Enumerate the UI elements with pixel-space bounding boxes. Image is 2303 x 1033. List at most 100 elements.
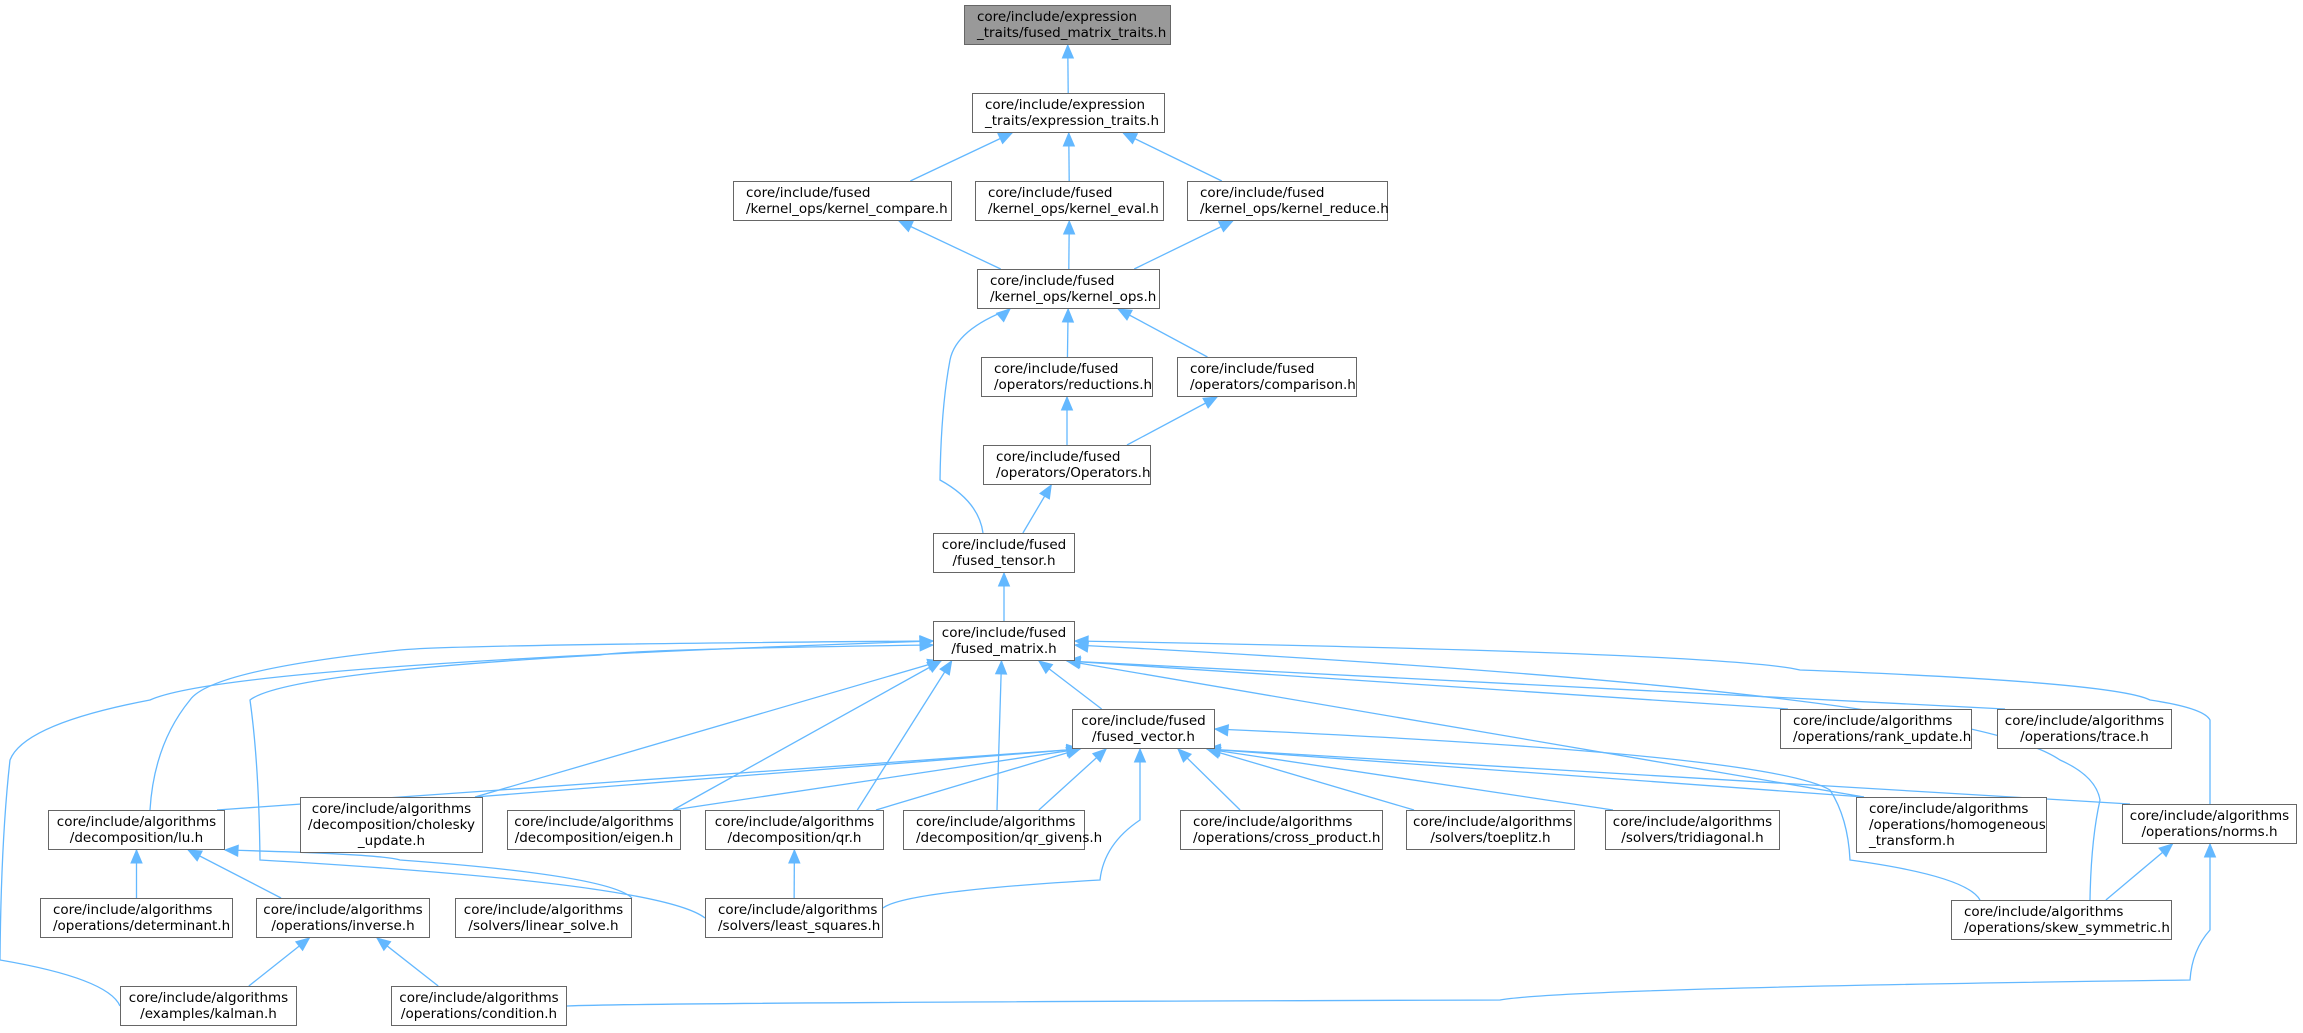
- node-label-line: /kernel_ops/kernel_compare.h: [746, 201, 948, 217]
- edge-arrowhead: [1038, 483, 1052, 500]
- edge-lu-to-fused-matrix: [149, 640, 934, 811]
- edge-arrowhead: [1061, 307, 1075, 323]
- edge-arrowhead: [939, 659, 953, 676]
- node-cholesky-update[interactable]: core/include/algorithms/decomposition/ch…: [300, 797, 483, 853]
- node-homogeneous-transform[interactable]: core/include/algorithms/operations/homog…: [1856, 797, 2047, 853]
- node-kernel-eval[interactable]: core/include/fused/kernel_ops/kernel_eva…: [975, 181, 1164, 221]
- edge-skew-symmetric-to-fused-vector: [1214, 728, 1981, 901]
- node-label-line: /operations/condition.h: [400, 1006, 558, 1022]
- edge-qr-to-fused-matrix: [856, 660, 953, 811]
- edge-arrowhead: [186, 849, 203, 862]
- node-toeplitz[interactable]: core/include/algorithms/solvers/toeplitz…: [1406, 810, 1575, 850]
- node-kernel-reduce[interactable]: core/include/fused/kernel_ops/kernel_red…: [1187, 181, 1389, 221]
- node-qr-givens[interactable]: core/include/algorithms/decomposition/qr…: [903, 810, 1102, 850]
- edge-least-squares-to-fused-matrix: [249, 644, 934, 919]
- node-label-line: core/include/fused: [941, 537, 1067, 553]
- node-fused-vector[interactable]: core/include/fused/fused_vector.h: [1072, 709, 1215, 749]
- edge-condition-to-norms: [566, 844, 2211, 1007]
- node-least-squares[interactable]: core/include/algorithms/solvers/least_sq…: [705, 898, 883, 938]
- edge-toeplitz-to-fused-vector: [1206, 748, 1415, 811]
- node-label-line: /operations/trace.h: [2020, 729, 2149, 745]
- node-label-line: _transform.h: [1869, 833, 1955, 849]
- node-label-line: _traits/fused_matrix_traits.h: [977, 25, 1167, 41]
- node-determinant[interactable]: core/include/algorithms/operations/deter…: [40, 898, 233, 938]
- node-fused-matrix[interactable]: core/include/fused/fused_matrix.h: [933, 621, 1075, 661]
- edge-trace-to-fused-matrix: [1066, 660, 2006, 710]
- node-label-line: core/include/algorithms: [1869, 801, 2029, 817]
- node-qr[interactable]: core/include/algorithms/decomposition/qr…: [705, 810, 884, 850]
- edge-arrowhead: [1062, 219, 1076, 235]
- node-label-line: /decomposition/qr.h: [727, 830, 862, 846]
- edge-qr-givens-to-fused-matrix: [996, 660, 1003, 811]
- node-inverse[interactable]: core/include/algorithms/operations/inver…: [256, 898, 430, 938]
- node-label-line: /operations/determinant.h: [53, 918, 231, 934]
- edge-kalman-to-fused-matrix: [0, 640, 934, 1007]
- node-comparison[interactable]: core/include/fused/operators/comparison.…: [1177, 357, 1357, 397]
- edge-arrowhead: [995, 308, 1011, 323]
- node-linear-solve[interactable]: core/include/algorithms/solvers/linear_s…: [455, 898, 632, 938]
- node-label-line: core/include/algorithms: [463, 902, 624, 918]
- node-label-line: core/include/fused: [1081, 713, 1206, 729]
- edge-arrowhead: [1073, 640, 1090, 653]
- edge-kernel-ops-to-kernel-compare: [898, 220, 1001, 270]
- node-label-line: /fused_tensor.h: [952, 553, 1056, 569]
- node-condition[interactable]: core/include/algorithms/operations/condi…: [391, 986, 567, 1026]
- node-label-line: core/include/algorithms: [1793, 713, 1953, 729]
- edge-comparison-to-kernel-ops: [1117, 308, 1208, 358]
- node-label-line: /operations/homogeneous: [1869, 817, 2046, 833]
- node-eigen[interactable]: core/include/algorithms/decomposition/ei…: [507, 810, 681, 850]
- node-fused-matrix-traits: core/include/expression_traits/fused_mat…: [964, 5, 1171, 45]
- node-skew-symmetric[interactable]: core/include/algorithms/operations/skew_…: [1951, 900, 2172, 940]
- edge-homogeneous-transform-to-fused-matrix: [1066, 660, 1865, 798]
- node-lu[interactable]: core/include/algorithms/decomposition/lu…: [48, 810, 225, 850]
- node-norms[interactable]: core/include/algorithms/operations/norms…: [2122, 804, 2297, 844]
- node-label-line: /solvers/linear_solve.h: [468, 918, 619, 934]
- edge-kernel-reduce-to-expression-traits: [1122, 132, 1223, 182]
- edge-arrowhead: [130, 848, 143, 864]
- node-label-line: core/include/fused: [988, 185, 1113, 201]
- node-label-line: core/include/expression: [977, 9, 1138, 25]
- node-label-line: /operations/rank_update.h: [1793, 729, 1972, 745]
- node-fused-tensor[interactable]: core/include/fused/fused_tensor.h: [933, 533, 1075, 573]
- node-cross-product[interactable]: core/include/algorithms/operations/cross…: [1180, 810, 1383, 850]
- node-label-line: core/include/algorithms: [1193, 814, 1353, 830]
- node-kernel-compare[interactable]: core/include/fused/kernel_ops/kernel_com…: [733, 181, 952, 221]
- edge-norms-to-fused-matrix: [1074, 640, 2211, 805]
- node-label-line: /kernel_ops/kernel_ops.h: [990, 289, 1157, 305]
- node-rank-update[interactable]: core/include/algorithms/operations/rank_…: [1780, 709, 1972, 749]
- edge-qr-to-fused-vector: [875, 748, 1081, 811]
- node-tridiagonal[interactable]: core/include/algorithms/solvers/tridiago…: [1605, 810, 1780, 850]
- node-label-line: /operations/inverse.h: [271, 918, 415, 934]
- edge-qr-givens-to-fused-vector: [1038, 748, 1107, 811]
- node-trace[interactable]: core/include/algorithms/operations/trace…: [1997, 709, 2172, 749]
- edge-kernel-compare-to-expression-traits: [910, 132, 1013, 182]
- node-label-line: core/include/algorithms: [2004, 713, 2165, 729]
- edge-arrowhead: [1062, 131, 1076, 147]
- node-kernel-ops[interactable]: core/include/fused/kernel_ops/kernel_ops…: [977, 269, 1160, 309]
- edge-arrowhead: [2158, 843, 2174, 858]
- node-label-line: core/include/fused: [996, 449, 1121, 465]
- node-label-line: /fused_vector.h: [1092, 729, 1195, 745]
- edge-arrowhead: [997, 571, 1011, 587]
- node-label-line: /decomposition/qr_givens.h: [916, 830, 1103, 846]
- edge-eigen-to-fused-matrix: [672, 660, 942, 811]
- node-operators[interactable]: core/include/fused/operators/Operators.h: [983, 445, 1151, 485]
- edge-arrowhead: [1202, 396, 1219, 409]
- node-label-line: /kernel_ops/kernel_eval.h: [988, 201, 1159, 217]
- node-expression-traits[interactable]: core/include/expression_traits/expressio…: [972, 93, 1165, 133]
- node-label-line: /solvers/toeplitz.h: [1430, 830, 1551, 846]
- node-label-line: core/include/fused: [994, 361, 1119, 377]
- edge-skew-symmetric-to-fused-matrix: [1074, 644, 2101, 901]
- edge-arrowhead: [1217, 220, 1234, 233]
- edge-arrowhead: [1213, 724, 1230, 737]
- edge-arrowhead: [1037, 660, 1054, 675]
- edge-arrowhead: [1061, 43, 1075, 59]
- node-reductions[interactable]: core/include/fused/operators/reductions.…: [981, 357, 1153, 397]
- edge-arrowhead: [1116, 308, 1133, 321]
- node-label-line: /operations/norms.h: [2141, 824, 2278, 840]
- edge-operators-to-comparison: [1126, 396, 1218, 446]
- edge-eigen-to-fused-vector: [672, 748, 1081, 811]
- node-kalman[interactable]: core/include/algorithms/examples/kalman.…: [120, 986, 297, 1026]
- edge-arrowhead: [788, 848, 801, 864]
- edge-linear-solve-to-lu: [224, 849, 633, 899]
